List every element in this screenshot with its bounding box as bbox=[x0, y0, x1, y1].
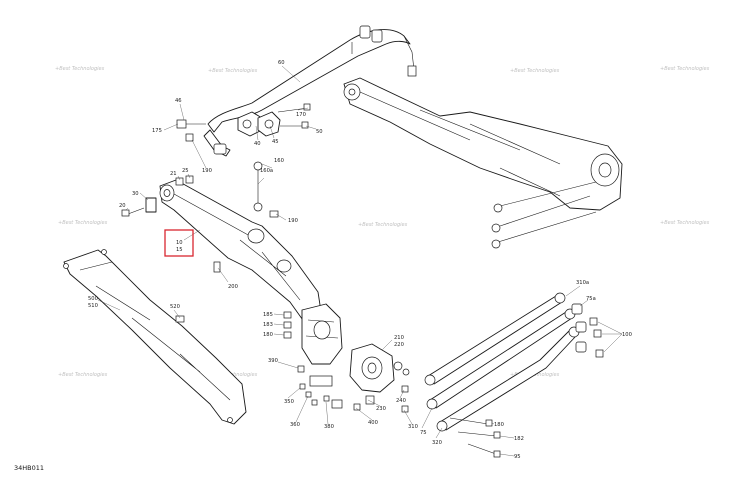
trailing-arm bbox=[121, 175, 323, 331]
callout-200: 200 bbox=[228, 284, 238, 290]
callout-310a: 310a bbox=[576, 280, 589, 286]
callout-182: 182 bbox=[514, 436, 524, 442]
callout-510: 510 bbox=[88, 303, 98, 309]
callout-50: 50 bbox=[316, 129, 323, 135]
stabilizer-link bbox=[253, 161, 279, 218]
callout-185: 185 bbox=[263, 312, 273, 318]
watermark: +Best Technologies bbox=[58, 372, 108, 378]
callout-240: 240 bbox=[396, 398, 406, 404]
callout-190-lower: 190 bbox=[288, 218, 298, 224]
watermark: +Best Technologies bbox=[510, 68, 560, 74]
callout-183: 183 bbox=[263, 322, 273, 328]
skid-plate bbox=[63, 249, 247, 425]
callout-75a: 75a bbox=[586, 296, 596, 302]
callout-100: 100 bbox=[622, 332, 632, 338]
watermark: +Best Technologies bbox=[358, 222, 408, 228]
callout-15: 15 bbox=[176, 247, 183, 253]
callout-25: 25 bbox=[182, 168, 189, 174]
callout-10: 10 bbox=[176, 240, 183, 246]
callout-520: 520 bbox=[170, 304, 180, 310]
callout-45: 45 bbox=[272, 139, 279, 145]
callout-75: 75 bbox=[420, 430, 427, 436]
callout-175: 175 bbox=[152, 128, 162, 134]
stabilizer-bar bbox=[203, 25, 417, 157]
callout-180-right: 180 bbox=[494, 422, 504, 428]
callout-380: 380 bbox=[324, 424, 334, 430]
callout-95: 95 bbox=[514, 454, 521, 460]
diagram-code: 34HB011 bbox=[14, 464, 44, 472]
watermark: +Best Technologies bbox=[58, 220, 108, 226]
callout-390: 390 bbox=[268, 358, 278, 364]
callout-180: 180 bbox=[263, 332, 273, 338]
callout-60: 60 bbox=[278, 60, 285, 66]
callout-46: 46 bbox=[175, 98, 182, 104]
watermark: +Best Technologies bbox=[660, 66, 710, 72]
callout-400: 400 bbox=[368, 420, 378, 426]
highlight-box bbox=[164, 229, 194, 257]
callout-160: 160 bbox=[274, 158, 284, 164]
callout-230: 230 bbox=[376, 406, 386, 412]
callout-500: 500 bbox=[88, 296, 98, 302]
callout-labels: 60 46 175 40 45 50 170 190 160 160a 21 2… bbox=[88, 60, 632, 460]
knuckle bbox=[301, 303, 410, 393]
callout-190-upper: 190 bbox=[202, 168, 212, 174]
callout-170: 170 bbox=[296, 112, 306, 118]
callout-210: 210 bbox=[394, 335, 404, 341]
leader-lines bbox=[97, 65, 623, 457]
callout-160a: 160a bbox=[260, 168, 273, 174]
callout-30: 30 bbox=[132, 191, 139, 197]
callout-310: 310 bbox=[408, 424, 418, 430]
stabilizer-bracket bbox=[176, 103, 311, 142]
trailing-arm-assembled bbox=[343, 77, 623, 249]
hardware-column bbox=[283, 311, 409, 413]
callout-350: 350 bbox=[284, 399, 294, 405]
callout-320: 320 bbox=[432, 440, 442, 446]
watermark: +Best Technologies bbox=[660, 220, 710, 226]
watermark: +Best Technologies bbox=[55, 66, 105, 72]
callout-360: 360 bbox=[290, 422, 300, 428]
callout-40: 40 bbox=[254, 141, 261, 147]
callout-20: 20 bbox=[119, 203, 126, 209]
watermark: +Best Technologies bbox=[208, 68, 258, 74]
callout-220: 220 bbox=[394, 342, 404, 348]
control-arms bbox=[424, 292, 604, 458]
callout-21: 21 bbox=[170, 171, 177, 177]
